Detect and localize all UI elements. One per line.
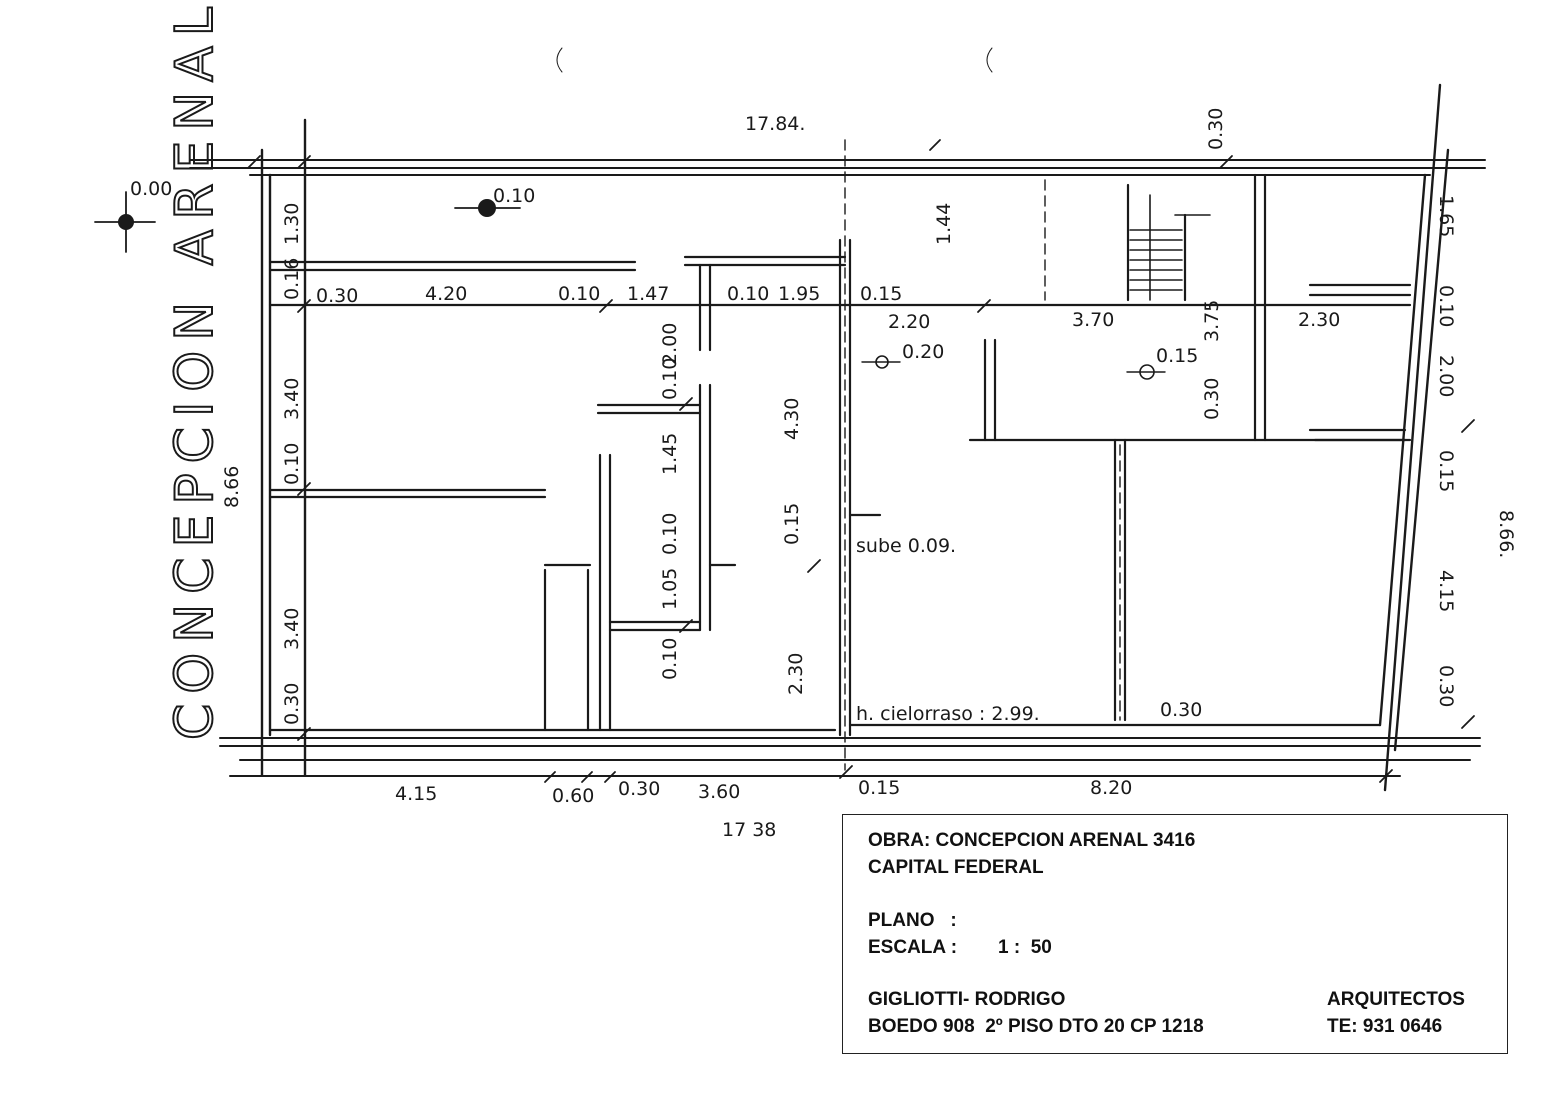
dim-label: 2.20 [888, 311, 930, 333]
dim-label: 0.15 [860, 283, 902, 305]
authors-label: GIGLIOTTI- RODRIGO [868, 989, 1066, 1010]
dim-label: 0.30 [1201, 378, 1223, 420]
dim-label: 3.75 [1201, 300, 1223, 342]
dim-label: 0.30 [281, 683, 303, 725]
dim-label: 0.30 [1205, 108, 1227, 150]
interior-walls [268, 173, 1412, 737]
dimension-ticks [247, 139, 1475, 783]
dim-label: 1.47 [627, 283, 669, 305]
dim-label: 0.60 [552, 785, 594, 807]
dim-label: 0.10 [1435, 285, 1457, 327]
dim-label: 1.95 [778, 283, 820, 305]
dim-label: 0.10 [281, 443, 303, 485]
dim-label: 3.40 [281, 378, 303, 420]
dim-label: 4.20 [425, 283, 467, 305]
obra-label: OBRA: CONCEPCION ARENAL 3416 [868, 830, 1196, 851]
bottom-total-label: 17 38 [722, 819, 776, 841]
dim-label: 0.30 [1435, 665, 1457, 707]
level-020-label: 0.20 [902, 341, 944, 363]
dim-label: 0.30 [618, 778, 660, 800]
staircase [1129, 194, 1211, 301]
dim-label: 3.70 [1072, 309, 1114, 331]
dim-label: 0.10 [727, 283, 769, 305]
dim-label: 0.10 [659, 513, 681, 555]
phone-label: TE: 931 0646 [1327, 1016, 1443, 1037]
facade-lines [189, 159, 1486, 176]
level-street-label: 0.00 [130, 178, 172, 200]
dim-label: 0.10 [558, 283, 600, 305]
level-015-label: 0.15 [1156, 345, 1198, 367]
dim-label: 0.16 [281, 258, 303, 300]
punch-hole-mark [986, 47, 993, 73]
dim-label: 1.45 [659, 433, 681, 475]
right-height-label: 8.66. [1495, 510, 1517, 558]
level-marker-015 [1126, 364, 1166, 380]
dim-label: 0.10 [659, 358, 681, 400]
floor-030-label: 0.30 [1160, 699, 1202, 721]
top-total-label: 17.84. [745, 113, 805, 135]
role-label: ARQUITECTOS [1327, 989, 1465, 1010]
level-marker-street [94, 191, 156, 253]
dim-label: 3.60 [698, 781, 740, 803]
dimension-guides [844, 139, 1121, 771]
punch-hole-mark [556, 47, 563, 73]
escala-label: ESCALA : [868, 937, 958, 958]
street-name-label: CONCEPCION ARENAL [165, 0, 225, 740]
dim-label: 0.10 [659, 638, 681, 680]
rear-boundary [219, 737, 1481, 777]
level-marker-010 [454, 199, 521, 217]
left-height-label: 8.66 [221, 466, 243, 508]
outer-walls [260, 83, 1450, 792]
dim-label: 4.15 [395, 783, 437, 805]
dim-label: 1.65 [1435, 195, 1457, 237]
plano-label: PLANO : [868, 910, 957, 931]
dim-label: 8.20 [1090, 777, 1132, 799]
dim-label: 1.05 [659, 568, 681, 610]
dim-label: 0.15 [781, 503, 803, 545]
dim-label: 4.15 [1435, 570, 1457, 612]
dim-label: 2.30 [785, 653, 807, 695]
dim-label: 2.00 [1435, 355, 1457, 397]
address-label: BOEDO 908 2º PISO DTO 20 CP 1218 [868, 1016, 1204, 1037]
dim-label: 2.00 [659, 323, 681, 365]
dim-label: 0.30 [316, 285, 358, 307]
city-label: CAPITAL FEDERAL [868, 857, 1044, 878]
level-010-label: 0.10 [493, 185, 535, 207]
dim-label: 1.30 [281, 203, 303, 245]
escala-value: 1 : 50 [998, 937, 1052, 958]
ceiling-height-label: h. cielorraso : 2.99. [856, 703, 1040, 725]
dim-label: 3.40 [281, 608, 303, 650]
dim-label: 1.44 [933, 203, 955, 245]
dim-label: 2.30 [1298, 309, 1340, 331]
level-marker-020 [861, 355, 901, 369]
dim-label: 0.15 [1435, 450, 1457, 492]
sube-label: sube 0.09. [856, 535, 956, 557]
dim-label: 0.15 [858, 777, 900, 799]
title-block: OBRA: CONCEPCION ARENAL 3416 CAPITAL FED… [842, 814, 1508, 1054]
dim-label: 4.30 [781, 398, 803, 440]
